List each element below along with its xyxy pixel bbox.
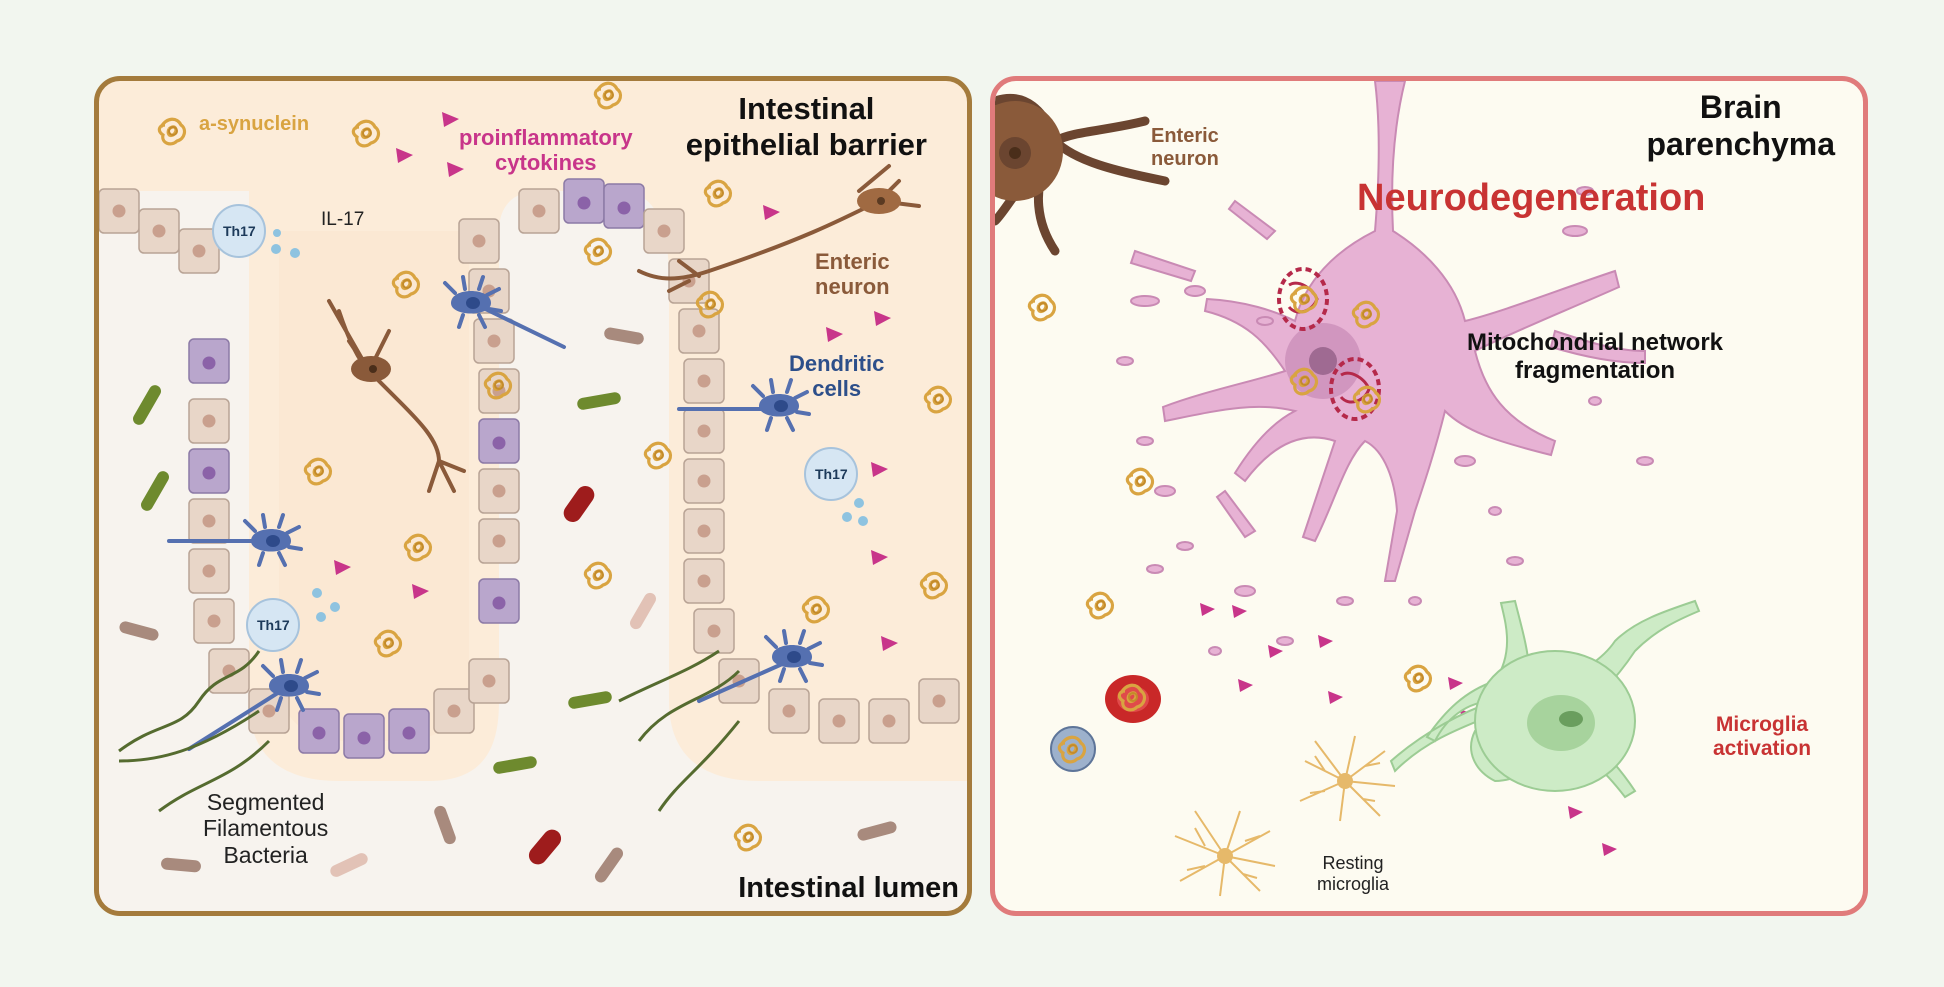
sfb-label: Segmented Filamentous Bacteria — [203, 789, 329, 868]
brain-parenchyma-title: Brain parenchyma — [1646, 89, 1835, 162]
degenerating-neuron — [1129, 81, 1646, 582]
dendritic-cells-label: Dendritic cells — [789, 351, 885, 402]
mito-fragmentation-label: Mitochondrial network fragmentation — [1467, 329, 1724, 384]
resting-microglia — [1174, 735, 1396, 897]
enteric-neuron-villus — [327, 299, 466, 493]
brain-panel: Brain parenchyma Neurodegeneration Enter… — [990, 76, 1868, 916]
th17-cells — [212, 204, 868, 652]
il17-label: IL-17 — [321, 209, 365, 230]
sfb-filaments — [118, 649, 741, 813]
cytokines-label: proinflammatory cytokines — [459, 125, 633, 176]
intestinal-lumen-title: Intestinal lumen — [738, 871, 959, 904]
epithelial-barrier-title: Intestinal epithelial barrier — [685, 91, 927, 162]
neurite-fragments — [1116, 186, 1654, 656]
microglia-activation-label: Microglia activation — [1713, 713, 1812, 761]
gut-panel: Intestinal epithelial barrier Intestinal… — [94, 76, 972, 916]
brain-scene — [995, 81, 1701, 897]
asyn-label: a-synuclein — [199, 113, 310, 135]
dendritic-cells — [167, 275, 824, 751]
th17-label-1: Th17 — [223, 223, 256, 239]
neurodegeneration-label: Neurodegeneration — [1357, 177, 1706, 219]
th17-label-3: Th17 — [815, 466, 848, 482]
gut-scene — [99, 81, 967, 911]
th17-label-2: Th17 — [257, 617, 290, 633]
enteric-neuron-brain — [995, 93, 1170, 256]
enteric-neuron-brain-label: Enteric neuron — [1151, 125, 1219, 170]
immune-cell — [1050, 726, 1096, 772]
enteric-neuron-label: Enteric neuron — [815, 249, 890, 300]
resting-microglia-label: Resting microglia — [1317, 853, 1390, 894]
